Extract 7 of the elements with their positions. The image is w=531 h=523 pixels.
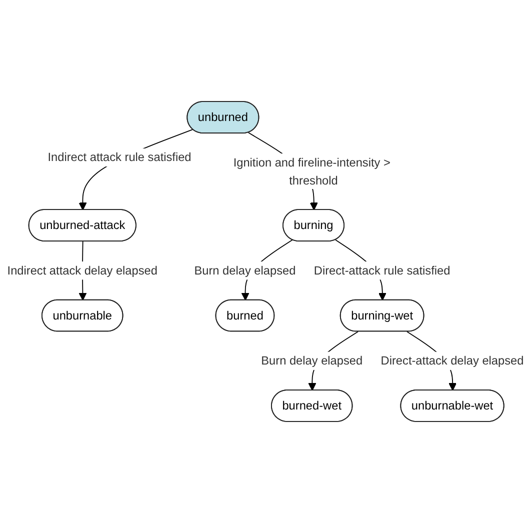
edge-label: Ignition and fireline-intensity > threshold (233, 155, 390, 187)
edge-label: Indirect attack rule satisfied (48, 150, 192, 164)
edge-label: Direct-attack rule satisfied (314, 263, 450, 277)
edge-label: Burn delay elapsed (261, 354, 363, 368)
edge-label: Indirect attack delay elapsed (7, 263, 158, 277)
edge-label: Burn delay elapsed (194, 263, 296, 277)
edge-label: Direct-attack delay elapsed (380, 354, 524, 368)
